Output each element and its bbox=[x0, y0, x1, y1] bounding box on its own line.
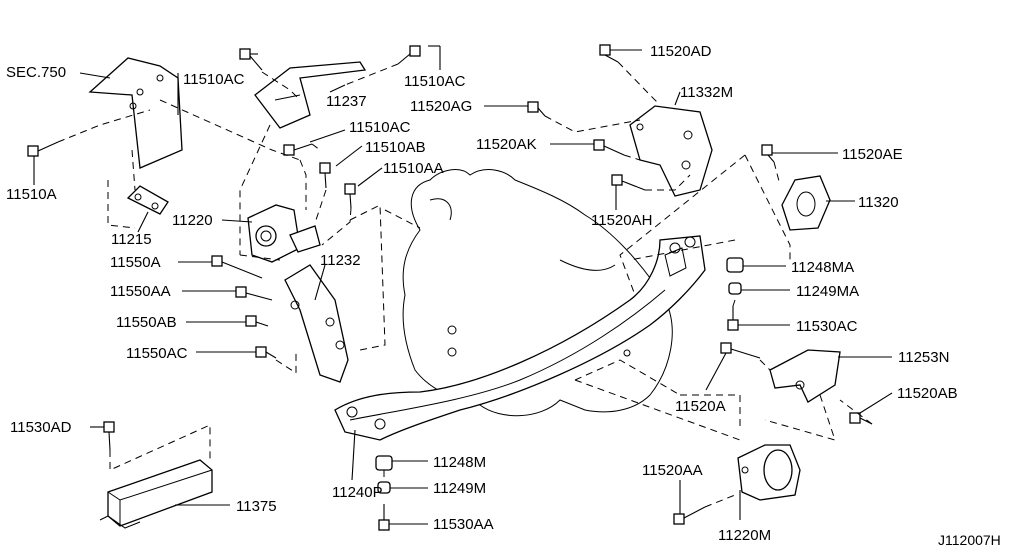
bolt-11510AC-2-icon bbox=[397, 45, 421, 65]
label-11510AC-1: 11510AC bbox=[183, 71, 245, 88]
label-11215: 11215 bbox=[111, 231, 152, 248]
part-labels: SEC.750 11510A 11215 11510AC 11237 11510… bbox=[6, 43, 1001, 548]
label-11520AK: 11520AK bbox=[476, 136, 537, 153]
bolt-11520AE-icon bbox=[761, 144, 775, 163]
bolt-11510AC-3-icon bbox=[283, 143, 313, 156]
bolt-11520AG-icon bbox=[527, 101, 546, 117]
label-11249MA: 11249MA bbox=[796, 283, 859, 300]
label-11520AG: 11520AG bbox=[410, 98, 472, 115]
bolt-11550AB-icon bbox=[245, 315, 269, 327]
label-11237: 11237 bbox=[326, 93, 367, 110]
label-11550A: 11550A bbox=[110, 254, 161, 271]
spacers bbox=[375, 257, 744, 494]
bolt-11520AK-icon bbox=[593, 139, 625, 156]
bolt-11510A-icon bbox=[27, 141, 59, 157]
label-sec750: SEC.750 bbox=[6, 64, 66, 81]
label-11253N: 11253N bbox=[898, 349, 949, 366]
label-11520AH: 11520AH bbox=[591, 212, 652, 229]
label-11530AA: 11530AA bbox=[433, 516, 494, 533]
bolt-11520AB-icon bbox=[849, 412, 873, 425]
label-11510AC-3: 11510AC bbox=[349, 119, 411, 136]
label-11248MA: 11248MA bbox=[791, 259, 854, 276]
bolt-11530AC-icon bbox=[727, 306, 739, 331]
label-11550AC: 11550AC bbox=[126, 345, 188, 362]
label-11320: 11320 bbox=[858, 194, 899, 211]
bolt-11550A-icon bbox=[211, 255, 263, 279]
label-11232: 11232 bbox=[320, 252, 361, 269]
label-11510A: 11510A bbox=[6, 186, 57, 203]
leader-lines bbox=[33, 45, 893, 525]
bolt-11530AA-icon bbox=[378, 504, 390, 531]
plate-11215 bbox=[126, 185, 169, 215]
label-11220M: 11220M bbox=[718, 527, 771, 544]
label-11520AD: 11520AD bbox=[650, 43, 712, 60]
bracket-11332M bbox=[629, 105, 713, 197]
label-11249M: 11249M bbox=[433, 480, 486, 497]
label-11520A: 11520A bbox=[675, 398, 726, 415]
label-11510AB: 11510AB bbox=[365, 139, 426, 156]
bolt-icons bbox=[27, 44, 873, 531]
module-11375 bbox=[99, 459, 213, 529]
label-11220: 11220 bbox=[172, 212, 213, 229]
mount-11220 bbox=[247, 204, 321, 263]
label-11530AC: 11530AC bbox=[796, 318, 858, 335]
bolt-11520AA-icon bbox=[673, 506, 706, 525]
crossmember-11240P bbox=[334, 235, 706, 441]
bolt-11510AC-1-icon bbox=[239, 48, 263, 71]
bolt-11550AA-icon bbox=[235, 286, 273, 301]
label-11520AA: 11520AA bbox=[642, 462, 703, 479]
label-11520AB: 11520AB bbox=[897, 385, 958, 402]
label-11375: 11375 bbox=[236, 498, 277, 515]
bolt-11530AD-icon bbox=[103, 421, 115, 451]
label-11332M: 11332M bbox=[680, 84, 733, 101]
bolt-11510AB-icon bbox=[319, 162, 331, 189]
label-11510AA: 11510AA bbox=[383, 160, 444, 177]
mount-11220M bbox=[737, 444, 801, 501]
engine-block bbox=[402, 169, 673, 417]
label-11550AB: 11550AB bbox=[116, 314, 177, 331]
mount-11320 bbox=[781, 175, 831, 231]
label-11530AD: 11530AD bbox=[10, 419, 72, 436]
label-11248M: 11248M bbox=[433, 454, 486, 471]
bolt-11520AD-icon bbox=[599, 44, 619, 63]
bolt-11520A-icon bbox=[720, 342, 761, 359]
bolt-11550AC-icon bbox=[255, 346, 277, 359]
label-11240P: 11240P bbox=[332, 484, 383, 501]
label-11550AA: 11550AA bbox=[110, 283, 171, 300]
diagram-code: J112007H bbox=[938, 532, 1001, 548]
bracket-sec750 bbox=[88, 57, 183, 169]
label-11520AE: 11520AE bbox=[842, 146, 903, 163]
bolt-11520AH-icon bbox=[611, 174, 646, 191]
bracket-11253N bbox=[769, 349, 841, 403]
label-11510AC-2: 11510AC bbox=[404, 73, 466, 90]
bolt-11510AA-icon bbox=[344, 183, 356, 209]
assembly-dashed-lines bbox=[57, 61, 873, 508]
bracket-11232 bbox=[284, 264, 349, 383]
